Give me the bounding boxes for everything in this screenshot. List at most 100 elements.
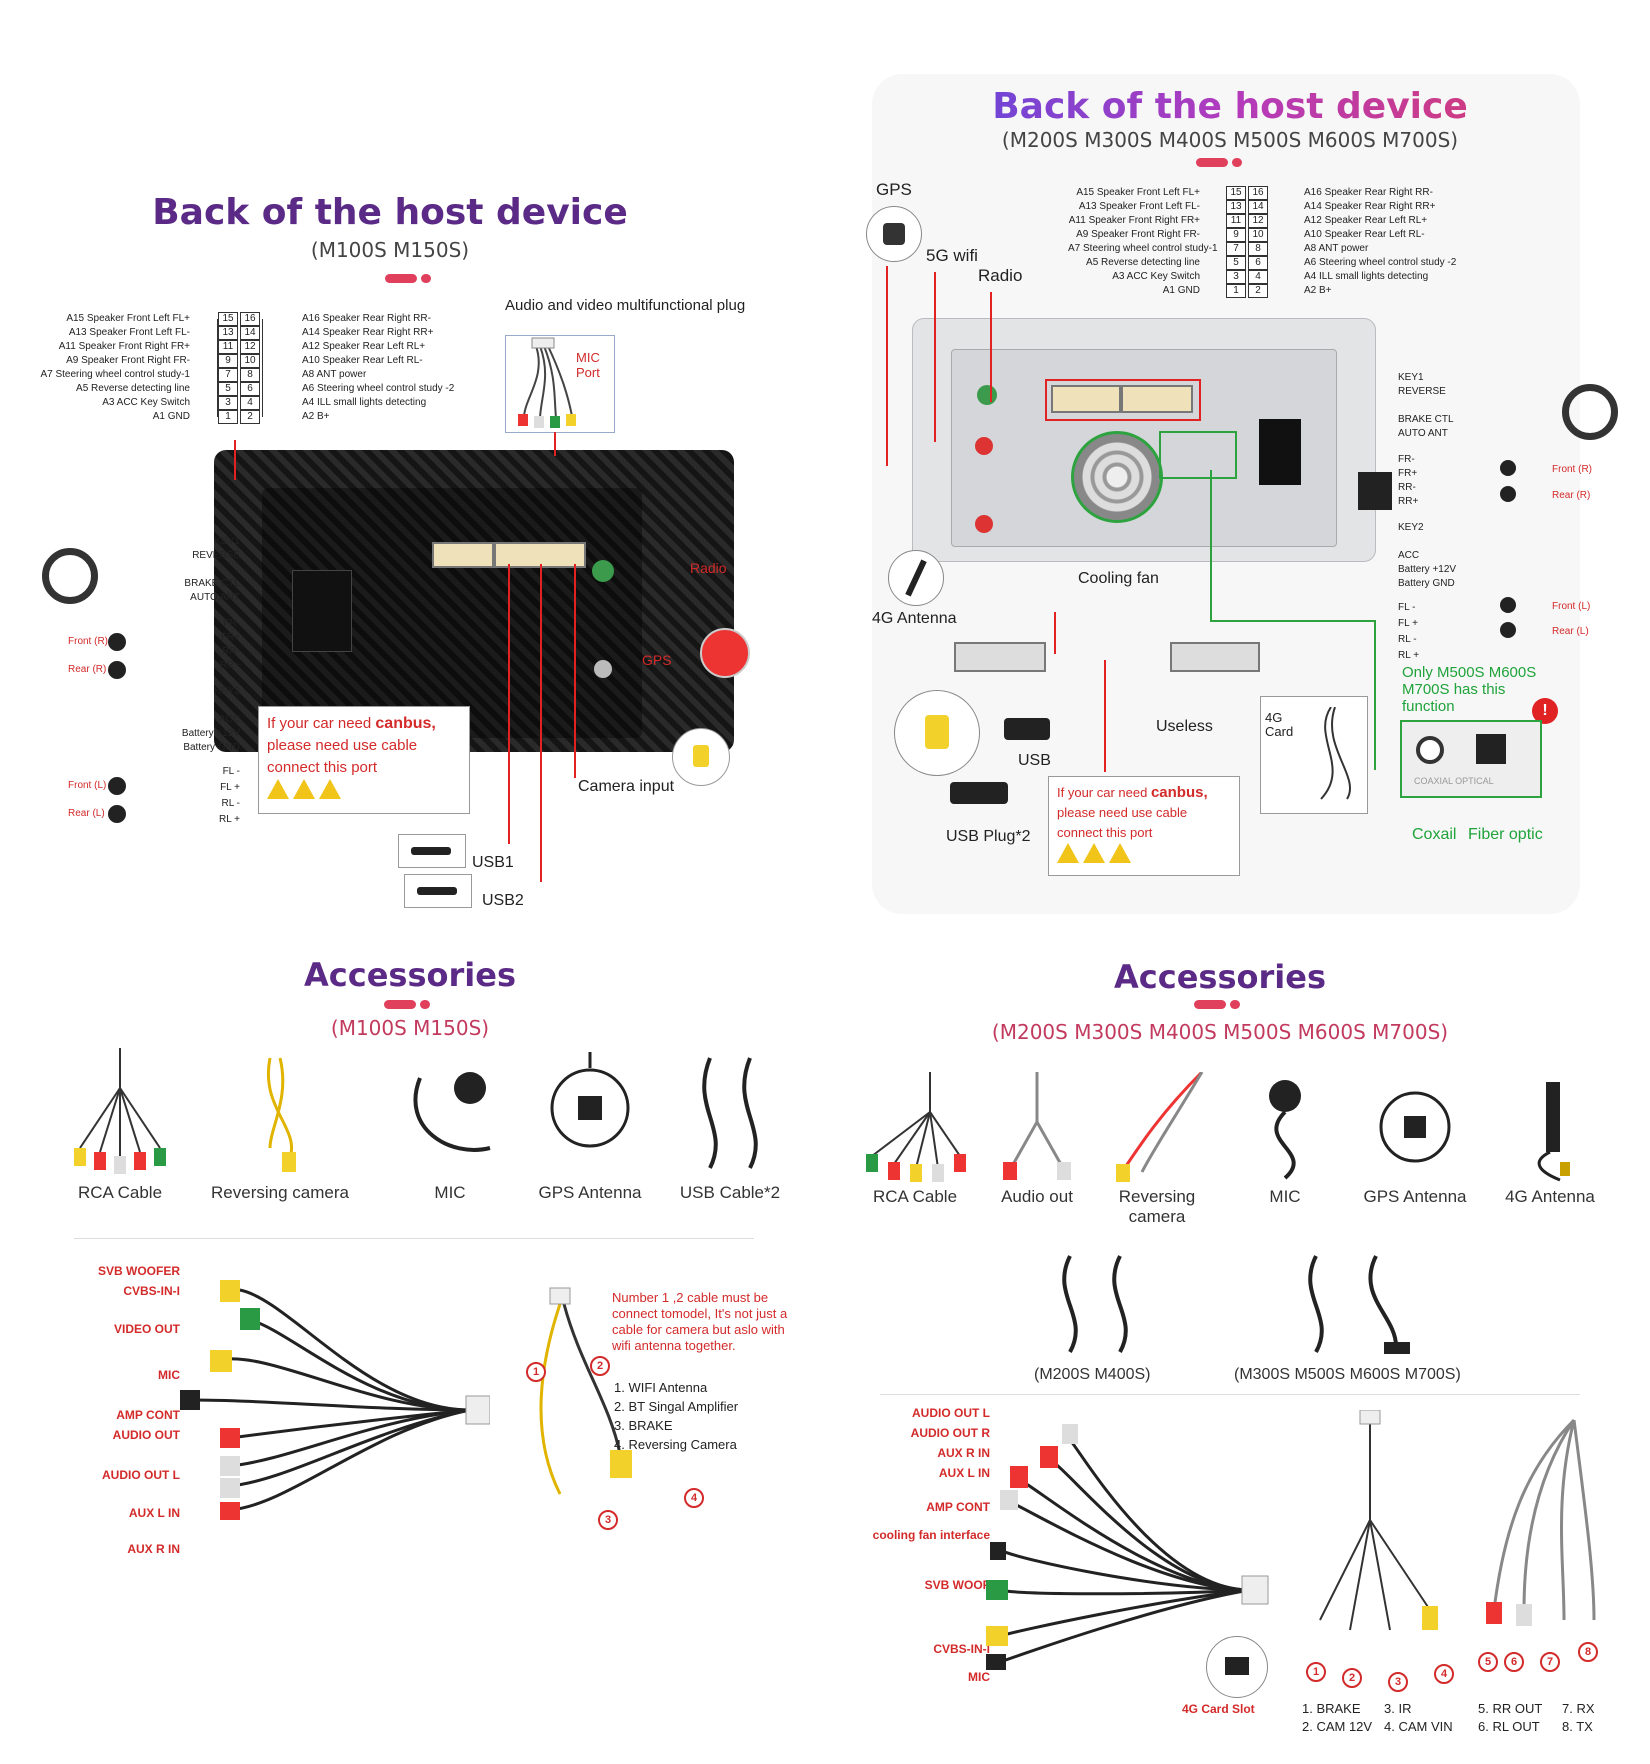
rca-callout: SVB WOOF <box>924 1578 990 1592</box>
rca-callout: VIDEO OUT <box>113 1322 180 1336</box>
wiring-label: RL - <box>221 798 240 809</box>
wiring-label: RL + <box>218 814 240 825</box>
steering-wheel-icon <box>42 548 98 604</box>
usb2-icon <box>404 874 472 908</box>
card-slot-icon <box>1206 1636 1268 1698</box>
radio-jack <box>977 385 997 405</box>
pin-label: A13 Speaker Front Left FL- <box>68 327 190 338</box>
mic-port-label: MIC Port <box>576 350 600 380</box>
accessory-gps-antenna: GPS Antenna <box>520 1048 660 1203</box>
pin-number: 12 <box>240 340 260 354</box>
pin-number: 11 <box>218 340 238 354</box>
alert-icon: ! <box>1532 698 1558 724</box>
pin-number: 16 <box>240 312 260 326</box>
pin-label: A12 Speaker Rear Left RL+ <box>302 341 426 352</box>
pin-label: A8 ANT power <box>302 369 367 380</box>
wiring-label: FL + <box>1398 618 1418 629</box>
pin-label: A1 GND <box>152 411 190 422</box>
panel-subtitle: (M100S M150S) <box>330 1016 490 1040</box>
camera-cable-item: 3. BRAKE <box>614 1418 673 1433</box>
wiring-label: Battery +12V <box>181 728 240 739</box>
gps-label: GPS <box>642 652 672 668</box>
pin-number: 2 <box>240 410 260 424</box>
accessory-gps-antenna: GPS Antenna <box>1350 1072 1480 1207</box>
pin-number: 4 <box>1248 270 1268 284</box>
divider <box>74 1238 754 1239</box>
pin-label: A16 Speaker Rear Right RR- <box>302 313 431 324</box>
pin-label: A9 Speaker Front Right FR- <box>66 355 190 366</box>
coaxial-optical-panel: COAXIAL OPTICAL <box>1400 720 1542 798</box>
rca-callout: CVBS-IN-I <box>933 1642 990 1656</box>
camera-plug-icon <box>894 690 980 776</box>
rca-callout: cooling fan interface <box>872 1528 990 1542</box>
pin-leaders <box>262 319 299 417</box>
gps-antenna-icon <box>866 206 922 262</box>
pin-number: 3 <box>218 396 238 410</box>
wiring-label: FL - <box>1398 602 1416 613</box>
pin-number: 3 <box>1226 270 1246 284</box>
pin-number: 15 <box>1226 186 1246 200</box>
pin-label: A3 ACC Key Switch <box>102 397 190 408</box>
number-marker: 7 <box>1540 1652 1560 1672</box>
usb2-label: USB2 <box>482 892 524 909</box>
usb-plug-label: USB Plug*2 <box>946 828 1031 845</box>
wiring-label: REVERSE <box>1398 386 1446 397</box>
panel-subtitle: (M100S M150S) <box>310 238 470 262</box>
harness-plug <box>1358 472 1392 510</box>
rca-callout: AUDIO OUT <box>112 1428 180 1442</box>
speaker-icon <box>108 805 126 823</box>
panel-title: Accessories <box>304 956 516 994</box>
rca-cable-detail <box>170 1270 491 1520</box>
gps-jack <box>594 660 612 678</box>
pin-number: 9 <box>1226 228 1246 242</box>
number-marker: 5 <box>1478 1652 1498 1672</box>
speaker-rear-r: Rear (R) <box>68 664 107 675</box>
wiring-label: FR- <box>223 618 240 629</box>
pin-number: 8 <box>1248 242 1268 256</box>
number-marker: 3 <box>1388 1672 1408 1692</box>
pin-label: A1 GND <box>1162 285 1200 296</box>
pin-label: A7 Steering wheel control study-1 <box>40 369 190 380</box>
power-connector <box>292 570 352 652</box>
speaker-rear-l: Rear (L) <box>1552 626 1589 637</box>
pin-label: A9 Speaker Front Right FR- <box>1076 229 1200 240</box>
pin-label: A15 Speaker Front Left FL+ <box>66 313 190 324</box>
pin-number: 14 <box>1248 200 1268 214</box>
sub-connector-2 <box>1170 642 1260 672</box>
pin-number: 11 <box>1226 214 1246 228</box>
title-underline <box>1196 158 1246 167</box>
speaker-front-r: Front (R) <box>1552 464 1592 475</box>
canbus-note: If your car need canbus, please need use… <box>258 706 470 814</box>
rca-callout: AMP CONT <box>926 1500 990 1514</box>
warning-icon <box>1109 843 1131 863</box>
speaker-rear-r: Rear (R) <box>1552 490 1591 501</box>
radio-label: Radio <box>690 560 727 576</box>
pin-number: 2 <box>1248 284 1268 298</box>
wiring-label: AUTO ANT <box>190 592 240 603</box>
connector-1 <box>432 542 494 568</box>
pin-number: 4 <box>240 396 260 410</box>
title-underline <box>384 1000 434 1009</box>
wiring-label: KEY1 <box>1398 372 1424 383</box>
card-4g-box: 4G Card <box>1260 696 1368 814</box>
pin-number: 1 <box>1226 284 1246 298</box>
rca-callout: AUX L IN <box>938 1466 990 1480</box>
warning-icon <box>267 779 289 799</box>
speaker-front-l: Front (L) <box>68 780 107 791</box>
speaker-icon <box>1500 486 1516 502</box>
rca-callout: MIC <box>158 1368 180 1382</box>
rca-callout: AUDIO OUT L <box>912 1406 990 1420</box>
wiring-label: ACC <box>218 714 240 725</box>
rca-callout: AMP CONT <box>116 1408 180 1422</box>
pin-label: A2 B+ <box>302 411 330 422</box>
fiber-optic-label: Fiber optic <box>1468 826 1543 843</box>
usb-plug-icon <box>950 782 1008 804</box>
pin-number: 7 <box>1226 242 1246 256</box>
accessory-usb-cable: USB Cable*2 <box>660 1048 800 1203</box>
pin-label: A14 Speaker Rear Right RR+ <box>1304 201 1436 212</box>
cooling-fan-icon <box>1071 431 1163 523</box>
